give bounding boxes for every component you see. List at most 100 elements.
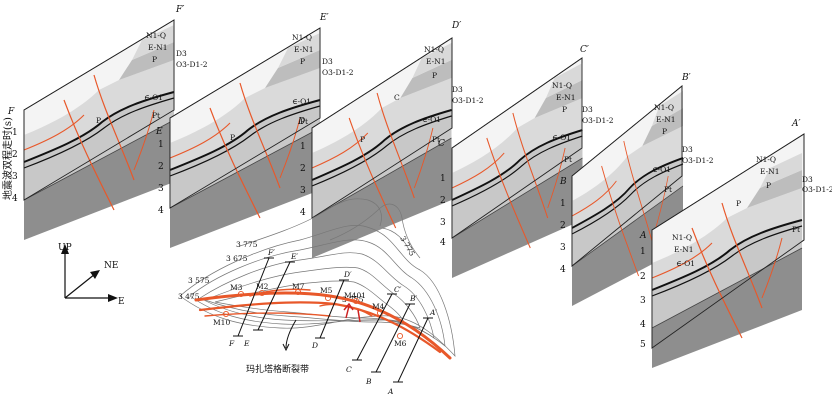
stratum-label: O3-D1-2 <box>176 60 208 69</box>
stratum-label: Pt <box>152 111 160 120</box>
tick-label: 3 <box>300 186 306 196</box>
tick-label: 2 <box>640 272 646 282</box>
section-line-label: B′ <box>409 294 418 303</box>
tick-label: 2 <box>158 162 164 172</box>
stratum-label: P <box>662 127 667 136</box>
stratum-label: N1-Q <box>756 155 776 164</box>
stratum-label: E-N1 <box>556 93 575 102</box>
tick-label: 2 <box>12 150 18 160</box>
stratum-label: O3-D1-2 <box>582 116 614 125</box>
well-label: M3 <box>230 283 243 292</box>
contour-label: 3 475 <box>178 292 200 301</box>
stratum-label: D3 <box>802 175 813 184</box>
tick-label: 1 <box>12 128 18 138</box>
section-line-label: F′ <box>267 248 275 257</box>
stratum-label: N1-Q <box>146 31 166 40</box>
stratum-label: ∈-O1 <box>292 97 311 106</box>
stratum-label: E-N1 <box>656 115 675 124</box>
contour-label: 3 775 <box>236 240 258 249</box>
section-line-label: E <box>243 339 250 348</box>
section-panel-d: D D′ 1 2 3 4 N1-Q E-N1 P D3 O3-D1-2 ∈-O1… <box>297 21 484 259</box>
stratum-label: ∈-O1 <box>652 165 671 174</box>
tick-label: 4 <box>440 238 446 248</box>
tick-label: 2 <box>300 164 306 174</box>
stratum-label: P <box>300 57 305 66</box>
compass-up-label: UP <box>58 243 72 253</box>
well-label: M5 <box>320 286 333 295</box>
well-label: M4 <box>372 302 385 311</box>
stratum-label: P <box>360 135 365 144</box>
stratum-label: D3 <box>176 49 187 58</box>
stratum-label: P <box>562 105 567 114</box>
stratum-label: Pt <box>432 135 440 144</box>
tick-label: 4 <box>158 206 164 216</box>
stratum-label: D3 <box>322 57 333 66</box>
section-line-label: D′ <box>343 270 352 279</box>
panel-label-start: A <box>639 231 647 241</box>
stratum-label: E-N1 <box>760 167 779 176</box>
stratum-label: N1-Q <box>552 81 572 90</box>
section-panel-f: F F′ 1 2 3 4 N1-Q E-N1 P D3 O3-D1-2 ∈-O1… <box>7 5 208 241</box>
well-label: M2 <box>256 282 269 291</box>
contour-label: 3 575 <box>188 276 210 285</box>
tick-label: 4 <box>560 265 566 275</box>
panel-label-start: C <box>438 139 445 149</box>
stratum-label: P <box>736 199 741 208</box>
section-line-label: A′ <box>429 308 437 317</box>
well-label: M401 <box>344 291 366 300</box>
stratum-label: E-N1 <box>294 45 313 54</box>
tick-label: 4 <box>12 194 18 204</box>
tick-label: 1 <box>440 174 446 184</box>
stratum-label: Pt <box>564 155 572 164</box>
stratum-label: O3-D1-2 <box>682 156 714 165</box>
stratum-label: Pt <box>300 117 308 126</box>
contour-label: 3 675 <box>226 254 248 263</box>
panel-label-end: B′ <box>681 73 691 83</box>
section-panel-a: A A′ 1 2 3 4 5 N1-Q E-N1 P D3 O3-D1-2 ∈-… <box>639 119 832 369</box>
well-label: M10 <box>213 318 230 327</box>
panel-label-start: D <box>297 117 305 127</box>
tick-label: 1 <box>300 142 306 152</box>
section-line-label: C′ <box>394 285 402 294</box>
tick-label: 5 <box>640 340 646 350</box>
stratum-label: N1-Q <box>424 45 444 54</box>
stratum-label: E-N1 <box>674 245 693 254</box>
tick-label: 3 <box>440 218 446 228</box>
panel-label-end: F′ <box>175 5 184 15</box>
panel-label-end: C′ <box>580 45 589 55</box>
stratum-label: C <box>394 93 400 102</box>
tick-label: 3 <box>640 296 646 306</box>
tick-label: 3 <box>158 184 164 194</box>
stratum-label: O3-D1-2 <box>452 96 484 105</box>
tick-label: 4 <box>300 208 306 218</box>
stratum-label: D3 <box>582 105 593 114</box>
stratum-label: E-N1 <box>148 43 167 52</box>
stratum-label: N1-Q <box>672 233 692 242</box>
tick-label: 4 <box>640 320 646 330</box>
stratum-label: N1-Q <box>292 33 312 42</box>
panel-label-start: F <box>7 107 15 117</box>
stratum-label: O3-D1-2 <box>322 68 354 77</box>
well-label: M6 <box>394 339 407 348</box>
section-panel-e: E E′ 1 2 3 4 N1-Q E-N1 P D3 O3-D1-2 ∈-O1… <box>155 13 354 249</box>
tick-label: 1 <box>640 247 646 257</box>
panel-label-end: D′ <box>451 21 461 31</box>
section-panel-c: C C′ 1 2 3 4 N1-Q E-N1 P D3 O3-D1-2 ∈-O1… <box>438 45 614 279</box>
contour-label: 3 775 <box>398 235 417 258</box>
stratum-label: ∈-O1 <box>422 115 441 124</box>
stratum-label: ∈-O1 <box>552 133 571 142</box>
tick-label: 3 <box>560 243 566 253</box>
stratum-label: D3 <box>452 85 463 94</box>
fault-zone-label: 玛扎塔格断裂带 <box>246 363 309 375</box>
compass-ne-label: NE <box>104 261 118 271</box>
stratum-label: Pt <box>792 225 800 234</box>
section-line-label: F <box>228 339 235 348</box>
structure-map: 3 775 3 675 3 575 3 475 3 775 3 775 <box>178 198 456 396</box>
section-line-label: D <box>311 341 318 350</box>
section-line-label: C <box>346 365 352 374</box>
compass-e-label: E <box>118 297 125 307</box>
tick-label: 2 <box>440 196 446 206</box>
section-line-label: A <box>387 387 394 396</box>
stratum-label: P <box>96 116 101 125</box>
